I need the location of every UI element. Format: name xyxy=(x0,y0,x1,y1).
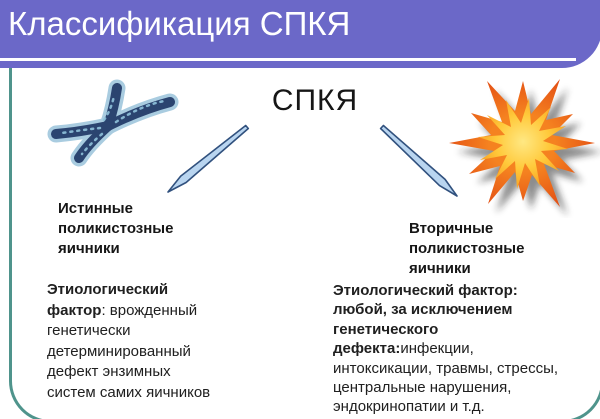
banner-underline xyxy=(0,58,576,61)
center-label: СПКЯ xyxy=(271,84,359,117)
arrow-down-right-icon xyxy=(379,124,458,197)
page-title: Классификация СПКЯ xyxy=(8,5,351,42)
content-frame-border xyxy=(9,0,600,419)
body-line: дефекта:инфекции, xyxy=(333,340,474,358)
body-line: дефект энзимных xyxy=(47,363,171,380)
body-line: эндокринопатии и т.д. xyxy=(333,398,485,416)
heading-line: яичники xyxy=(58,240,120,257)
body-line: Этиологический фактор: xyxy=(333,282,518,299)
arrow-down-left-icon xyxy=(167,124,250,193)
body-line: генетически xyxy=(47,322,131,339)
left-branch-body: Этиологический фактор: врожденный генети… xyxy=(47,280,210,403)
explosion-starburst-image xyxy=(449,79,600,216)
body-line: Этиологический xyxy=(47,281,169,298)
title-banner xyxy=(0,0,600,68)
body-line: детерминированный xyxy=(47,342,191,360)
heading-line: Истинные xyxy=(58,200,133,217)
starburst-inner xyxy=(478,98,568,189)
body-line: центральные нарушения, xyxy=(333,379,512,397)
heading-line: поликистозные xyxy=(58,220,174,237)
right-branch-body: Этиологический фактор: любой, за исключе… xyxy=(333,281,558,417)
heading-line: поликистозные xyxy=(409,240,525,257)
body-line: генетического xyxy=(333,320,439,338)
body-line: интоксикации, травмы, стрессы, xyxy=(333,359,559,377)
body-line: систем самих яичников xyxy=(47,383,211,401)
chromosome-image xyxy=(47,79,179,167)
body-line: любой, за исключением xyxy=(333,301,513,319)
heading-line: яичники xyxy=(409,260,471,277)
body-line: фактор: врожденный xyxy=(47,301,198,319)
right-branch-heading: Вторичные поликистозные яичники xyxy=(409,219,524,279)
left-branch-heading: Истинные поликистозные яичники xyxy=(58,199,173,259)
heading-line: Вторичные xyxy=(409,220,494,237)
